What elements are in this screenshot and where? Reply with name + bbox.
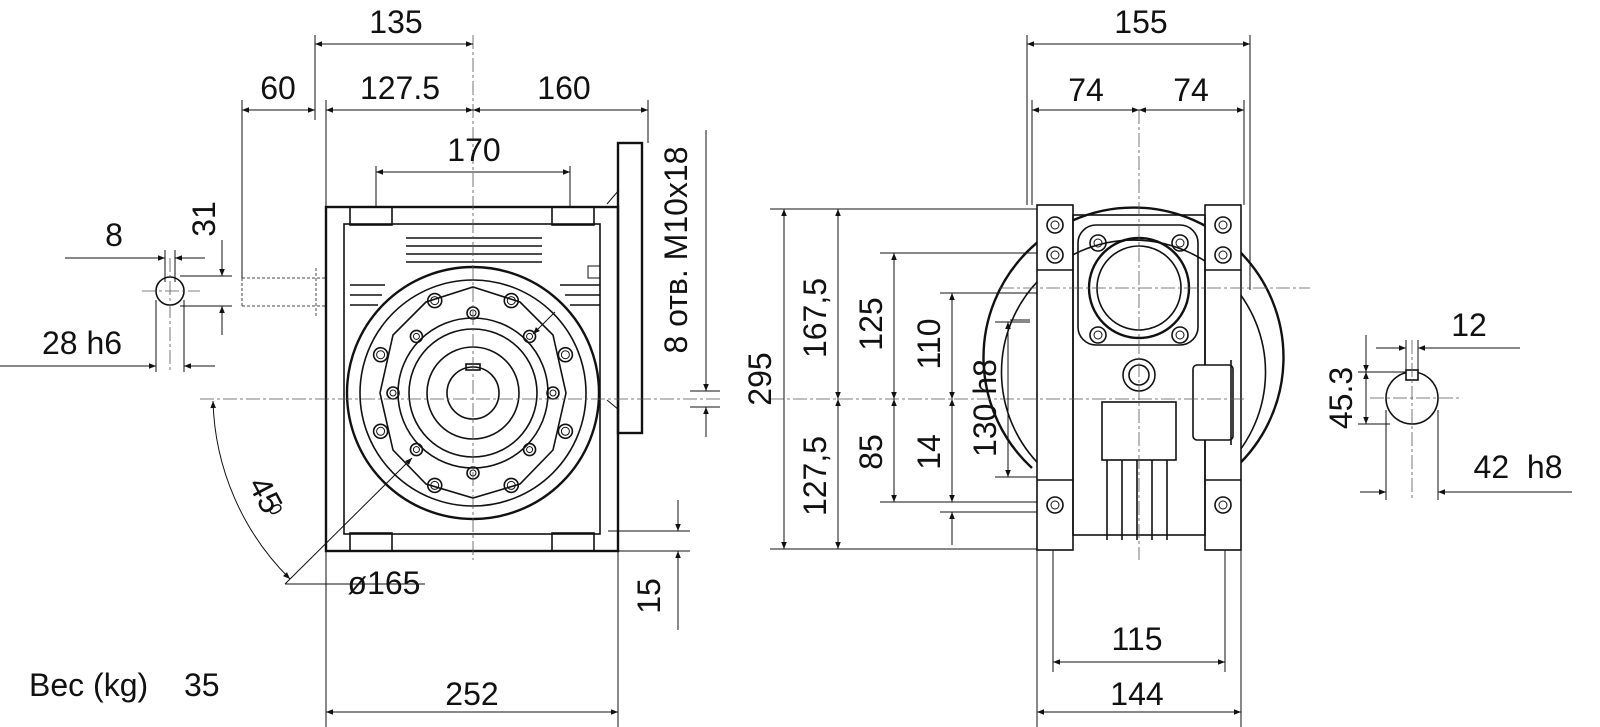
mounting-hole xyxy=(1046,246,1064,264)
mounting-hole xyxy=(1046,496,1064,514)
dim-170: 170 xyxy=(447,132,500,168)
dim-12: 12 xyxy=(1451,307,1487,343)
mounting-hole xyxy=(1171,234,1189,252)
dim-135: 135 xyxy=(369,4,422,40)
mounting-hole xyxy=(1214,496,1232,514)
dim-130-h8: 130 h8 xyxy=(967,359,1003,457)
dim-phi-165: ø165 xyxy=(348,565,421,601)
mounting-hole xyxy=(1214,246,1232,264)
mounting-hole-inner xyxy=(1218,500,1228,510)
dim-85: 85 xyxy=(853,434,889,470)
dim-42-h8: 42 h8 xyxy=(1474,449,1563,485)
weight-label: Вес (kg) xyxy=(29,667,148,703)
weight-value: 35 xyxy=(184,667,220,703)
bolt-hole xyxy=(557,346,574,363)
mounting-hole xyxy=(1171,326,1189,344)
front-view: 135 60 127.5 160 170 8 31 28 h6 45 0 8 о… xyxy=(0,4,720,727)
dim-60: 60 xyxy=(260,70,296,106)
bolt-hole-inner xyxy=(549,389,557,397)
mounting-hole-inner xyxy=(1218,220,1228,230)
bolt-hole xyxy=(503,477,520,494)
dim-74-left: 74 xyxy=(1068,72,1104,108)
bolt-hole-inner xyxy=(430,296,440,306)
dim-252: 252 xyxy=(445,676,498,712)
mounting-hole xyxy=(1089,326,1107,344)
bolt-hole xyxy=(426,292,443,309)
mounting-hole-inner xyxy=(1050,500,1060,510)
bolt-hole-inner xyxy=(430,480,440,490)
mounting-hole-inner xyxy=(1175,238,1185,248)
dim-127-5-side: 127,5 xyxy=(797,436,833,516)
bolt-hole-inner xyxy=(376,350,386,360)
mounting-hole-inner xyxy=(1093,238,1103,248)
dim-15: 15 xyxy=(631,578,667,614)
bolt-hole xyxy=(522,329,537,344)
bolt-hole-inner xyxy=(412,446,420,454)
dim-155: 155 xyxy=(1114,4,1167,40)
dim-14: 14 xyxy=(911,434,947,470)
dim-110: 110 xyxy=(911,318,947,369)
bolt-hole-inner xyxy=(376,426,386,436)
bolt-hole-inner xyxy=(412,332,420,340)
output-flange-plate xyxy=(616,141,644,435)
bolt-hole xyxy=(409,329,424,344)
dim-127-5: 127.5 xyxy=(360,70,440,106)
bolt-hole-inner xyxy=(506,296,516,306)
mounting-hole-inner xyxy=(1093,330,1103,340)
side-view: 155 74 74 295 167,5 125 110 130 h8 127,5… xyxy=(742,4,1310,727)
bolt-hole xyxy=(372,346,389,363)
mounting-hole xyxy=(1214,216,1232,234)
dim-115: 115 xyxy=(1111,621,1162,657)
output-shaft-detail: 12 45.3 42 h8 xyxy=(1323,307,1572,500)
bolt-hole xyxy=(557,423,574,440)
bolt-hole xyxy=(372,423,389,440)
bolt-hole xyxy=(426,477,443,494)
bolt-hole-inner xyxy=(506,480,516,490)
mounting-hole-inner xyxy=(1050,220,1060,230)
bolt-hole xyxy=(522,442,537,457)
dim-167-5: 167,5 xyxy=(797,278,833,358)
bolt-hole-inner xyxy=(560,426,570,436)
bolt-hole-inner xyxy=(560,350,570,360)
bolt-hole-inner xyxy=(526,446,534,454)
dim-295: 295 xyxy=(742,352,778,405)
dim-125: 125 xyxy=(853,297,889,350)
dim-8: 8 xyxy=(105,217,123,253)
dim-31: 31 xyxy=(186,201,222,237)
mounting-hole-inner xyxy=(1175,330,1185,340)
gearbox-housing xyxy=(324,205,620,553)
side-housing-left xyxy=(1036,204,1074,551)
weight-note: Вес (kg) 35 xyxy=(29,667,220,703)
mounting-hole-inner xyxy=(1218,250,1228,260)
dim-28-h6: 28 h6 xyxy=(42,325,122,361)
bolt-hole-inner xyxy=(526,332,534,340)
dim-45-3: 45.3 xyxy=(1323,367,1359,429)
bolt-hole-inner xyxy=(389,389,397,397)
mounting-hole xyxy=(1046,216,1064,234)
bolt-hole xyxy=(503,292,520,309)
dim-160: 160 xyxy=(537,70,590,106)
mounting-hole xyxy=(1089,234,1107,252)
dim-74-right: 74 xyxy=(1173,72,1209,108)
bolt-hole xyxy=(409,442,424,457)
dim-144: 144 xyxy=(1110,676,1163,712)
holes-note: 8 отв. M10x18 xyxy=(658,146,694,353)
mounting-hole-inner xyxy=(1050,250,1060,260)
